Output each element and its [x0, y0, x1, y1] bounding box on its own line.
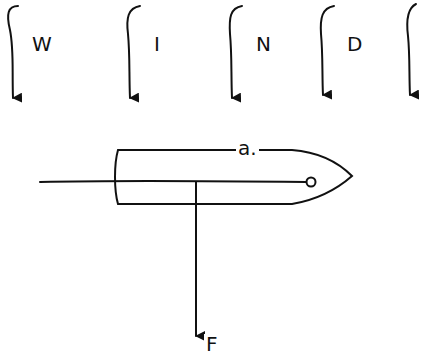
- force-label: F: [204, 334, 220, 354]
- wind-letter: D: [345, 34, 364, 54]
- sail-line: [40, 181, 306, 182]
- wind-arrow: [8, 6, 18, 98]
- boat-hull: [115, 150, 352, 204]
- wind-arrow: [230, 6, 242, 98]
- mast-point: [307, 178, 316, 187]
- part-label: a.: [236, 138, 259, 158]
- wind-letter: W: [30, 34, 54, 54]
- wind-arrow: [321, 6, 334, 95]
- wind-letter: I: [152, 34, 162, 54]
- wind-arrow: [127, 6, 140, 98]
- force-arrow: [195, 182, 197, 336]
- wind-arrow: [407, 4, 416, 95]
- wind-letter: N: [254, 34, 273, 54]
